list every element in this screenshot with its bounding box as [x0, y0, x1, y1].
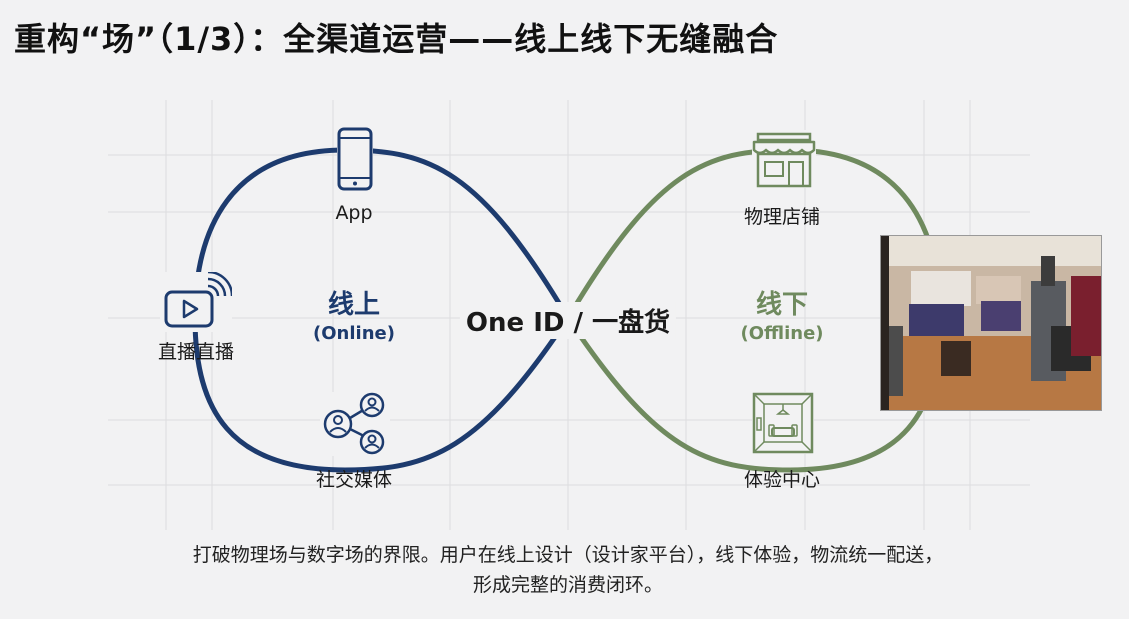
online-title: 线上	[327, 290, 380, 320]
store-interior-photo	[880, 235, 1102, 411]
storefront-icon	[752, 130, 816, 188]
experience-node-label: 体验中心	[743, 469, 821, 491]
online-region-label: 线上 (Online)	[313, 284, 395, 344]
social-network-icon	[320, 392, 390, 456]
live-stream-icon	[160, 272, 232, 332]
experience-room-icon	[752, 392, 814, 454]
offline-region-label: 线下 (Offline)	[740, 284, 823, 344]
store-node-label: 物理店铺	[743, 206, 821, 228]
live-node-label: 直播直播	[157, 341, 235, 363]
social-node-label: 社交媒体	[315, 469, 393, 491]
smartphone-icon	[337, 127, 373, 191]
offline-subtitle: (Offline)	[740, 323, 824, 344]
app-node-label: App	[335, 202, 373, 224]
offline-title: 线下	[755, 290, 809, 320]
slide-title: 重构“场”（1/3）：全渠道运营——线上线下无缝融合	[14, 20, 779, 58]
center-label: One ID / 一盘货	[459, 302, 677, 339]
online-subtitle: (Online)	[313, 323, 395, 344]
caption-text: 打破物理场与数字场的界限。用户在线上设计（设计家平台），线下体验，物流统一配送，…	[192, 544, 944, 596]
